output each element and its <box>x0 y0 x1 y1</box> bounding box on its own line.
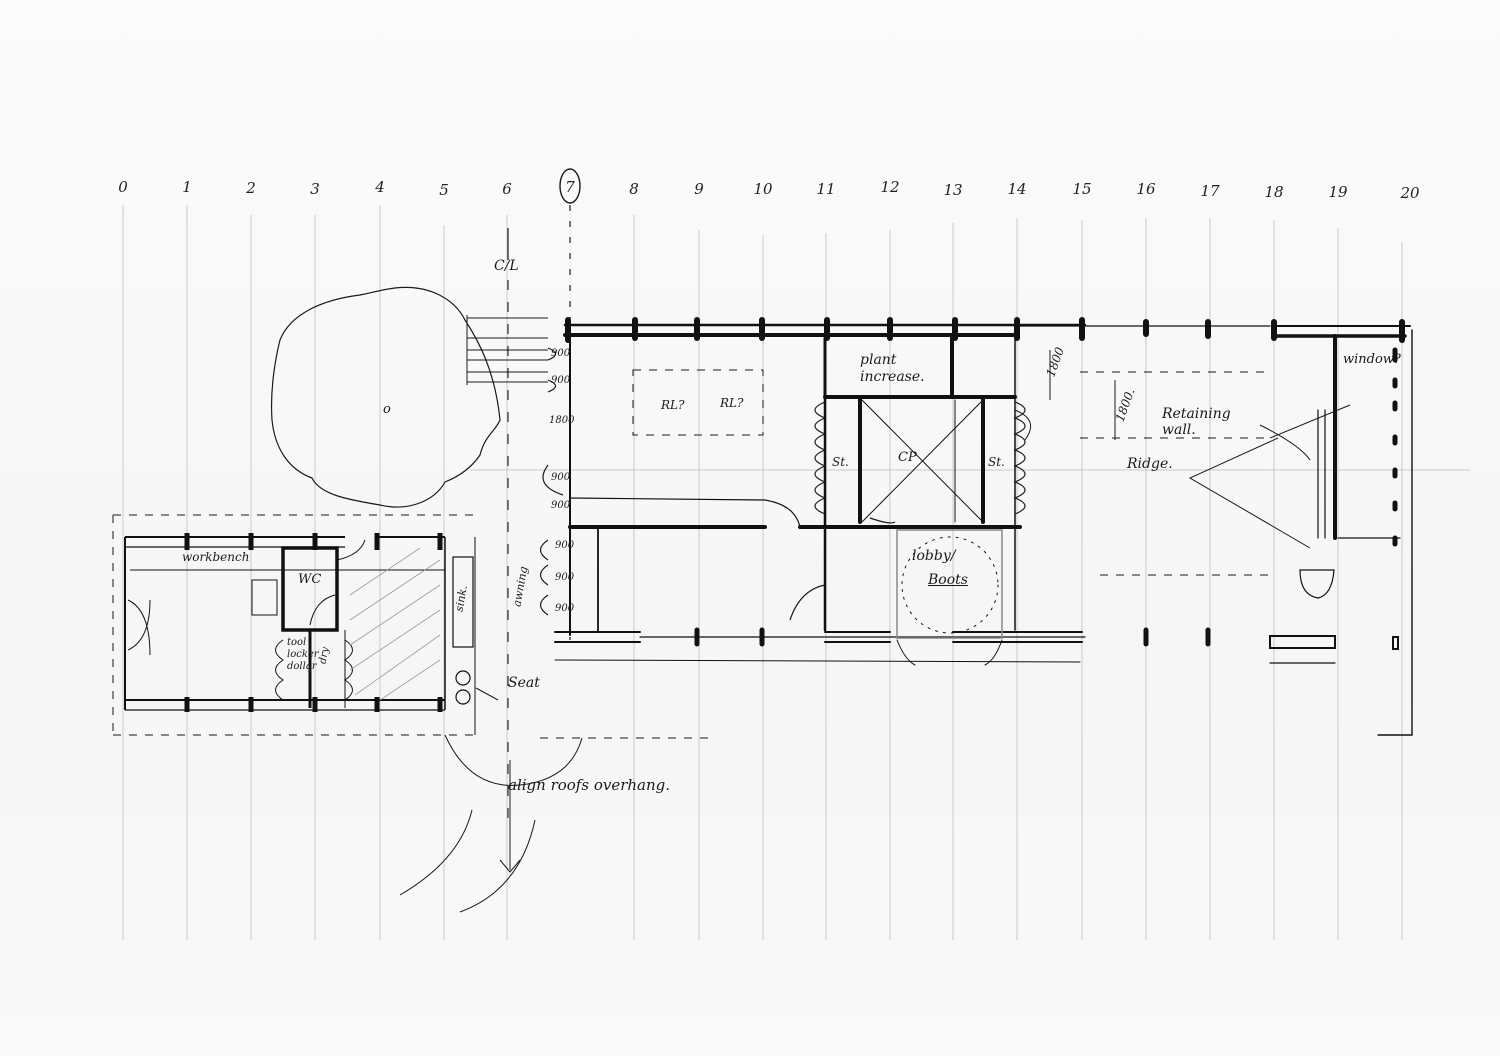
dim-900-7: 900 <box>555 603 575 614</box>
rl-label-2: RL? <box>720 396 744 410</box>
hatching <box>349 547 441 701</box>
dashed-zones <box>112 369 1270 739</box>
boots-label: Boots <box>928 572 968 588</box>
grid-label-1: 1 <box>182 178 192 196</box>
grid-label-8: 8 <box>629 180 639 198</box>
grid-label-18: 18 <box>1264 183 1284 201</box>
dim-900-6: 900 <box>555 572 575 583</box>
align-roofs-label: align roofs overhang. <box>508 776 671 794</box>
grid-label-13: 13 <box>943 181 963 199</box>
store-left-label: St. <box>832 455 849 469</box>
grid-label-4: 4 <box>375 178 385 196</box>
grid-label-9: 9 <box>694 180 704 198</box>
workbench-label: workbench <box>182 550 250 564</box>
grid-label-15: 15 <box>1072 180 1092 198</box>
cupboard-doors <box>539 347 1026 621</box>
dim-900-4: 900 <box>551 500 571 511</box>
leader-lines <box>399 350 1351 913</box>
grid-label-5: 5 <box>439 181 449 199</box>
centerline-label: C/L <box>494 258 519 274</box>
grid-label-14: 14 <box>1007 180 1027 198</box>
dim-900-3: 900 <box>551 472 571 483</box>
rl-label-1: RL? <box>661 398 685 412</box>
grid-label-10: 10 <box>753 180 773 198</box>
dim-1800-left: 1800 <box>549 415 575 426</box>
ridge-label: Ridge. <box>1127 456 1173 472</box>
entry-steps <box>466 315 548 385</box>
grid-label-2: 2 <box>246 179 256 197</box>
dim-900-2: 900 <box>551 375 571 386</box>
wc-label: WC <box>298 572 322 587</box>
tool-locker-label: tool locker dollar <box>287 637 319 672</box>
grid-label-11: 11 <box>816 180 836 198</box>
store-right-label: St. <box>988 455 1005 469</box>
grid-label-6: 6 <box>502 180 512 198</box>
plant-increase-label: plant increase. <box>860 352 925 385</box>
tree-canopy <box>270 286 501 508</box>
retaining-wall-label: Retaining wall. <box>1162 406 1231 438</box>
cp-label: CP <box>898 450 917 465</box>
dim-900-1: 900 <box>551 348 571 359</box>
seat-label: Seat <box>508 675 540 691</box>
grid-label-12: 12 <box>880 178 900 196</box>
dim-900-5: 900 <box>555 540 575 551</box>
grid-label-3: 3 <box>310 180 320 198</box>
grid-lines <box>122 205 1470 940</box>
grid-label-0: 0 <box>118 178 128 196</box>
main-building-walls <box>554 317 1413 736</box>
grid-label-17: 17 <box>1200 182 1220 200</box>
grid-label-16: 16 <box>1136 180 1156 198</box>
grid-label-7-highlighted: 7 <box>565 178 575 196</box>
grid-label-20: 20 <box>1400 184 1420 202</box>
annex-building-walls <box>124 533 476 735</box>
grid-label-19: 19 <box>1328 183 1348 201</box>
window-label: window? <box>1343 352 1401 367</box>
tree-marker-label: o <box>383 402 391 417</box>
lobby-label: lobby/ <box>912 548 956 564</box>
centerline-marker <box>507 168 581 820</box>
